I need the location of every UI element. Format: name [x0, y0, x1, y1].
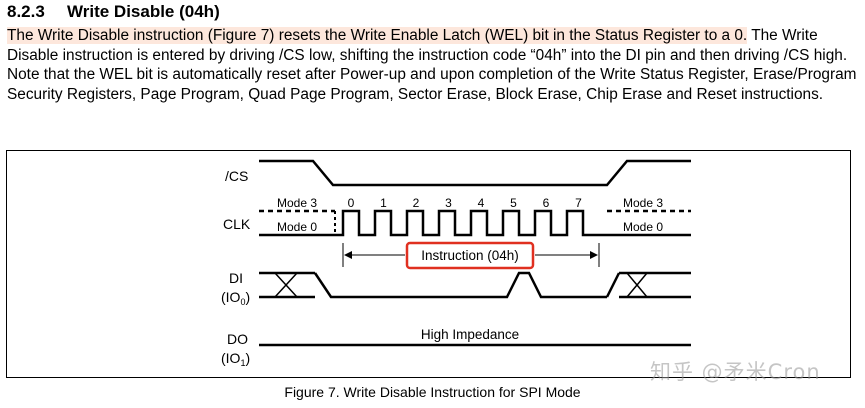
highlighted-sentence: The Write Disable instruction (Figure 7)… — [7, 27, 748, 44]
mode0-left-label: Mode 0 — [277, 220, 317, 234]
clock-number: 6 — [543, 196, 550, 210]
clock-number: 5 — [510, 196, 517, 210]
clock-number: 1 — [380, 196, 387, 210]
di-waveform — [259, 271, 691, 299]
clock-number: 7 — [575, 196, 582, 210]
instruction-arrowhead-right — [590, 251, 598, 259]
cs-label: /CS — [225, 168, 248, 184]
mode0-right-label: Mode 0 — [623, 220, 663, 234]
section-number: 8.2.3 — [7, 2, 45, 21]
clock-number: 3 — [445, 196, 452, 210]
section-heading: 8.2.3 Write Disable (04h) — [7, 2, 220, 22]
di-label: DI — [229, 270, 243, 286]
do-sub-label: (IO1) — [221, 350, 250, 368]
do-label: DO — [227, 331, 248, 347]
clock-number: 0 — [348, 196, 355, 210]
instruction-highlight-box — [405, 241, 535, 270]
timing-diagram: /CS CLK DI (IO0) DO (IO1) Mode 3 Mode 0 … — [6, 150, 851, 378]
figure-caption: Figure 7. Write Disable Instruction for … — [284, 384, 581, 400]
mode3-right-label: Mode 3 — [623, 196, 663, 210]
di-sub-label: (IO0) — [221, 289, 250, 307]
clk-waveform — [259, 209, 691, 237]
clock-numbers: 0 1 2 3 4 5 6 7 — [348, 196, 583, 210]
watermark: 知乎 @矛米Cron — [650, 360, 821, 384]
instruction-label: Instruction (04h) — [421, 248, 519, 263]
clk-label: CLK — [223, 216, 251, 232]
mode3-left-label: Mode 3 — [277, 196, 317, 210]
clock-number: 2 — [413, 196, 420, 210]
high-impedance-label: High Impedance — [421, 327, 519, 342]
paragraph-text: The Write Disable instruction is entered… — [7, 27, 857, 103]
body-paragraph: The Write Disable instruction (Figure 7)… — [7, 26, 857, 104]
section-title: Write Disable (04h) — [67, 2, 220, 21]
clock-number: 4 — [478, 196, 485, 210]
instruction-arrowhead-left — [344, 251, 352, 259]
cs-waveform — [259, 159, 691, 187]
